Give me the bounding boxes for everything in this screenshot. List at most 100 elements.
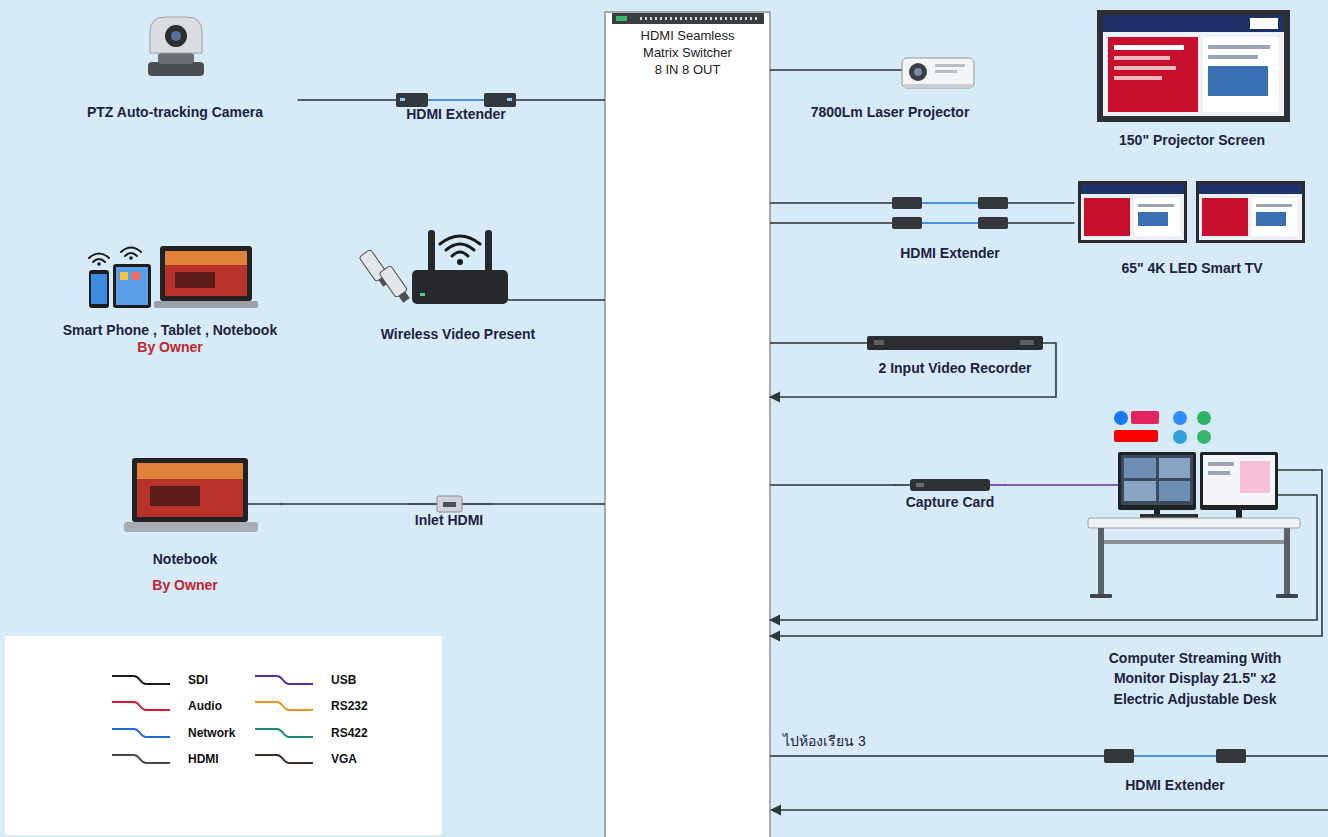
owner-devices-icons xyxy=(165,251,247,265)
signal-cable xyxy=(770,222,892,224)
matrix-switcher-box: HDMI Seamless Matrix Switcher 8 IN 8 OUT xyxy=(605,12,770,837)
streaming-desk-picture xyxy=(1124,481,1156,501)
laser-projector-icon xyxy=(909,63,927,81)
streaming-desk-picture xyxy=(1284,528,1290,596)
video-recorder-unit xyxy=(867,336,1043,350)
legend-label: Network xyxy=(188,725,235,741)
streaming-desk-picture xyxy=(1118,452,1196,510)
node-label: HDMI Extender xyxy=(900,245,1000,262)
streaming-desk-picture xyxy=(1140,514,1198,518)
signal-cable xyxy=(770,495,1317,620)
capture-card-unit xyxy=(990,484,1006,486)
projector-screen-picture xyxy=(1114,66,1176,70)
projector-screen-picture xyxy=(1114,76,1162,80)
laser-projector-icon xyxy=(804,69,902,71)
streaming-desk-picture xyxy=(1159,481,1190,501)
signal-cable xyxy=(280,503,409,505)
signal-cable xyxy=(770,69,804,71)
ptz-camera-icon xyxy=(165,25,187,47)
video-recorder-unit xyxy=(867,336,1043,350)
owner-notebook-icon xyxy=(137,463,243,479)
smart-tv-pictures xyxy=(1138,212,1168,226)
node-label: PTZ Auto-tracking Camera xyxy=(87,104,263,121)
smart-tv-pictures xyxy=(1199,184,1302,240)
streaming-desk-picture xyxy=(1173,430,1187,444)
legend-line-sample xyxy=(255,729,313,737)
hdmi-extender-pairs xyxy=(978,217,1008,229)
streaming-desk-picture xyxy=(1208,462,1234,466)
node-label: 2 Input Video Recorder xyxy=(879,360,1032,377)
edge-label: ไปห้องเรียน 3 xyxy=(780,733,869,750)
owner-devices-icons xyxy=(89,254,109,259)
projector-node: 7800Lm Laser Projector xyxy=(804,55,976,125)
node-label: By Owner xyxy=(152,577,217,594)
streaming-desk-picture xyxy=(1077,484,1118,486)
streaming-desk-picture xyxy=(1208,471,1230,475)
room3-extender-and-return xyxy=(1104,749,1134,763)
projector-screen-picture xyxy=(1208,45,1270,49)
projector-screen-picture xyxy=(1250,18,1278,29)
matrix-switcher-housing xyxy=(616,16,627,21)
wireless-presenter-icon xyxy=(452,252,468,256)
streaming-desk-picture xyxy=(1114,430,1158,442)
node-label: HDMI Seamless Matrix Switcher 8 IN 8 OUT xyxy=(639,28,737,79)
wireless-presenter-icon xyxy=(457,259,463,265)
video-recorder-node: 2 Input Video Recorder xyxy=(867,333,1043,381)
hdmi-inlet-plate xyxy=(462,503,490,505)
room3-extender-and-return xyxy=(1134,755,1216,757)
projector-screen-picture xyxy=(1208,66,1268,96)
legend-line-sample xyxy=(112,676,170,684)
room3-extender-and-return xyxy=(771,749,1328,810)
smart-tv-pictures xyxy=(1134,198,1180,236)
smart-tv-pictures xyxy=(1138,204,1174,207)
owner-devices-icons xyxy=(116,267,148,305)
hdmi-extender-pairs xyxy=(978,197,1008,209)
ptz-camera-icon xyxy=(158,53,194,64)
streaming-desk-picture xyxy=(1276,594,1298,598)
projector-screen-picture xyxy=(1108,37,1198,112)
legend-label: USB xyxy=(331,672,356,688)
matrix-switcher-housing xyxy=(605,12,770,837)
hdmi-extender-pair xyxy=(396,93,428,107)
laser-projector-icon xyxy=(804,58,974,88)
owner-notebook-icon xyxy=(248,503,281,505)
room3-extender-and-return xyxy=(1246,755,1328,757)
smart-tv-pictures xyxy=(1078,181,1305,243)
wireless-presenter-icon xyxy=(428,230,435,272)
legend-line-sample xyxy=(112,755,170,763)
extender-node: HDMI Extender xyxy=(396,88,516,128)
hdmi-inlet-plate xyxy=(443,502,456,507)
signal-cable xyxy=(516,99,605,101)
hdmi-extender-pairs xyxy=(892,197,1008,229)
owner-notebook-icon xyxy=(132,458,248,522)
owner-notebook-icon xyxy=(124,522,258,532)
streaming-desk-picture xyxy=(1173,411,1187,425)
room3-extender-and-return xyxy=(1216,749,1246,763)
node-label: Wireless Video Present xyxy=(381,326,535,343)
video-recorder-unit xyxy=(874,340,884,345)
streaming-desk-picture xyxy=(1077,411,1314,598)
streaming-desk-picture xyxy=(1124,458,1156,478)
streaming-desk-picture xyxy=(1197,430,1211,444)
capture-card-unit xyxy=(916,483,924,487)
projector-screen-picture xyxy=(1208,55,1258,59)
streaming-desk-picture xyxy=(1114,411,1128,425)
legend-label: RS422 xyxy=(331,725,368,741)
capture-card-unit xyxy=(894,484,910,486)
signal-cable xyxy=(770,343,1056,397)
node-label: 150" Projector Screen xyxy=(1119,132,1265,149)
streaming-desk-picture xyxy=(1236,510,1242,518)
wireless-presenter-icon xyxy=(359,230,551,304)
hdmi-extender-pairs xyxy=(892,197,922,209)
owner-devices-icons xyxy=(120,272,128,280)
projector-screen-picture xyxy=(1114,45,1184,50)
smart-tv-pictures xyxy=(1081,184,1184,194)
streaming-desk-picture xyxy=(1104,540,1284,544)
matrix-switcher-housing xyxy=(605,12,770,837)
hdmi-extender-pairs xyxy=(922,202,978,204)
matrix-switcher-housing xyxy=(612,13,764,24)
wireless-presenter-node: Wireless Video Present xyxy=(366,222,551,347)
owner-devices-node: Smart Phone , Tablet , NotebookBy Owner xyxy=(20,238,320,360)
capture-card-unit xyxy=(894,479,1006,491)
hdmi-extender-pair xyxy=(507,98,512,101)
